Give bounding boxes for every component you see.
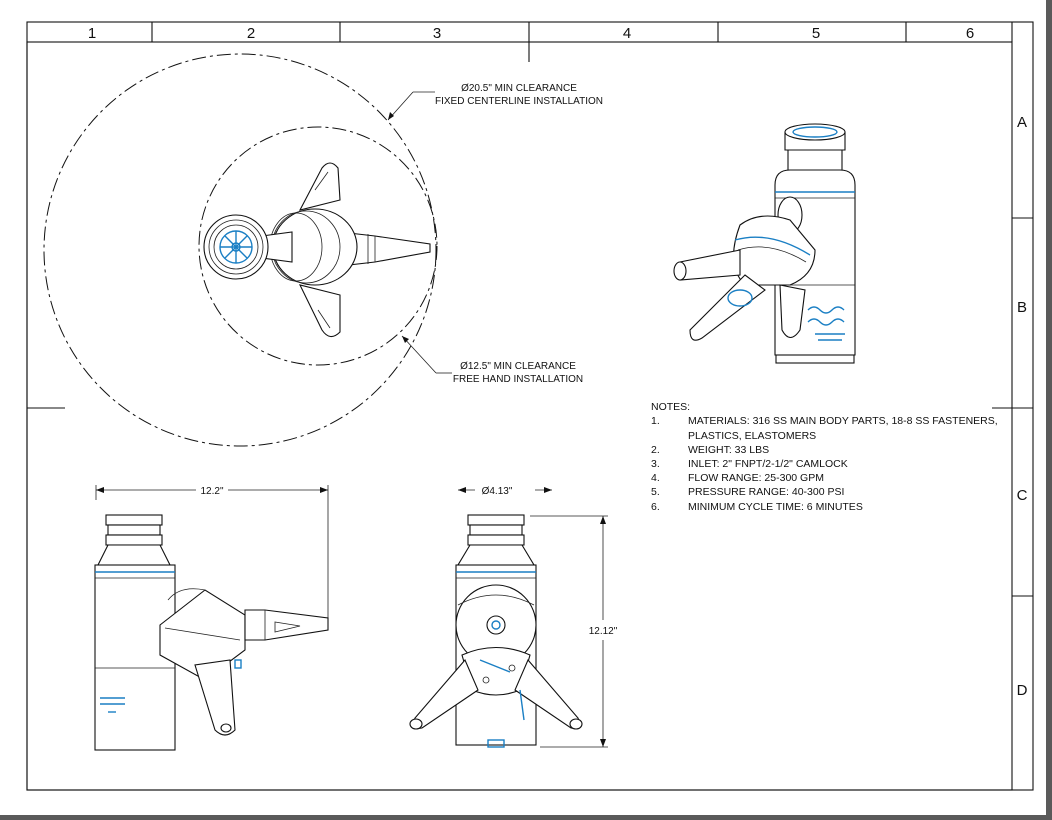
dim-diameter: Ø4.13" (482, 486, 513, 497)
zone-label-5: 5 (812, 25, 820, 42)
note-3-num: 3. (651, 458, 660, 470)
zone-label-c: C (1017, 487, 1028, 504)
zone-label-1: 1 (88, 25, 96, 42)
zone-label-2: 2 (247, 25, 255, 42)
top-view (43, 53, 438, 447)
leader-small (401, 335, 437, 374)
zone-label-d: D (1017, 682, 1028, 699)
clearance-circle-small (198, 126, 438, 366)
front-view: Ø4.13" 12.12" (409, 486, 618, 748)
note-4-text: FLOW RANGE: 25-300 GPM (688, 472, 824, 484)
clearance-large-line1: Ø20.5" MIN CLEARANCE (461, 83, 577, 94)
clearance-small-line2: FREE HAND INSTALLATION (453, 374, 583, 385)
dim-width: 12.2" (200, 486, 223, 497)
note-3-text: INLET: 2" FNPT/2-1/2" CAMLOCK (688, 458, 848, 470)
note-1-num: 1. (651, 415, 660, 427)
note-5-num: 5. (651, 486, 660, 498)
zone-label-6: 6 (966, 25, 974, 42)
note-2-num: 2. (651, 444, 660, 456)
note-5-text: PRESSURE RANGE: 40-300 PSI (688, 486, 844, 498)
notes-title: NOTES: (651, 401, 690, 413)
zone-label-b: B (1017, 299, 1027, 316)
side-view: 12.2" (94, 485, 329, 751)
note-6-text: MINIMUM CYCLE TIME: 6 MINUTES (688, 501, 863, 513)
note-4-num: 4. (651, 472, 660, 484)
clearance-circle-large (43, 53, 437, 447)
notes-block: NOTES: 1. MATERIALS: 316 SS MAIN BODY PA… (651, 401, 998, 513)
inner-frame (26, 41, 1013, 791)
dim-height: 12.12" (589, 626, 618, 637)
zone-dividers (27, 22, 1033, 597)
clearance-small-line1: Ø12.5" MIN CLEARANCE (460, 361, 576, 372)
note-1-line2: PLASTICS, ELASTOMERS (688, 430, 816, 442)
clearance-large-line2: FIXED CENTERLINE INSTALLATION (435, 96, 603, 107)
isometric-view (673, 123, 856, 364)
note-2-text: WEIGHT: 33 LBS (688, 444, 769, 456)
zone-label-a: A (1017, 114, 1027, 131)
zone-label-4: 4 (623, 25, 631, 42)
zone-label-3: 3 (433, 25, 441, 42)
note-6-num: 6. (651, 501, 660, 513)
note-1-line1: MATERIALS: 316 SS MAIN BODY PARTS, 18-8 … (688, 415, 998, 427)
